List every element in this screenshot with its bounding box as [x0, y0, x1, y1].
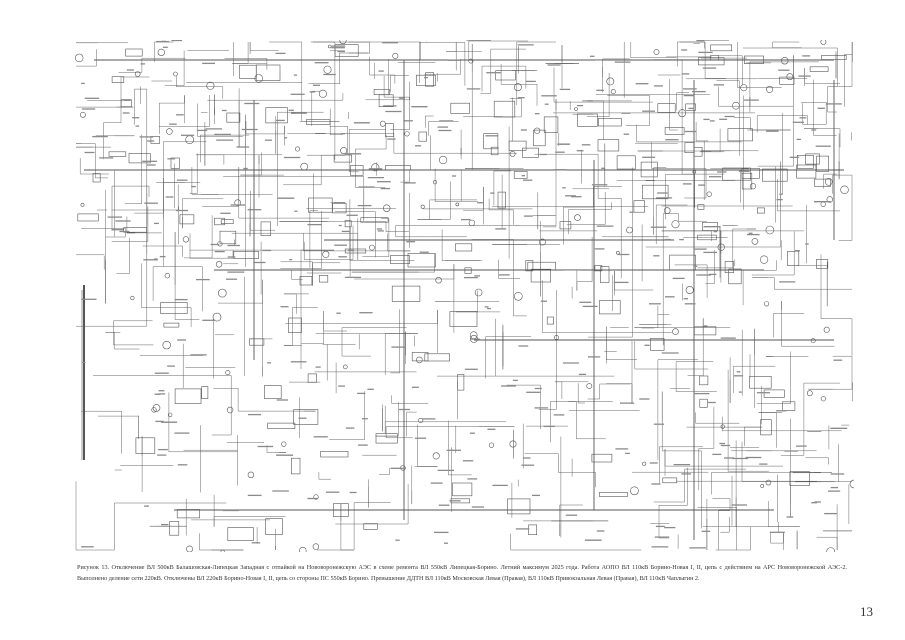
schematic-canvas	[74, 40, 854, 552]
substation-symbols	[74, 40, 854, 552]
figure-caption: Рисунок 13. Отключение ВЛ 500кВ Балашовс…	[77, 564, 847, 582]
power-grid-schematic	[74, 40, 854, 552]
schematic-lines	[75, 40, 853, 551]
page-number: 13	[860, 604, 873, 619]
micro-label-marks	[81, 40, 848, 549]
